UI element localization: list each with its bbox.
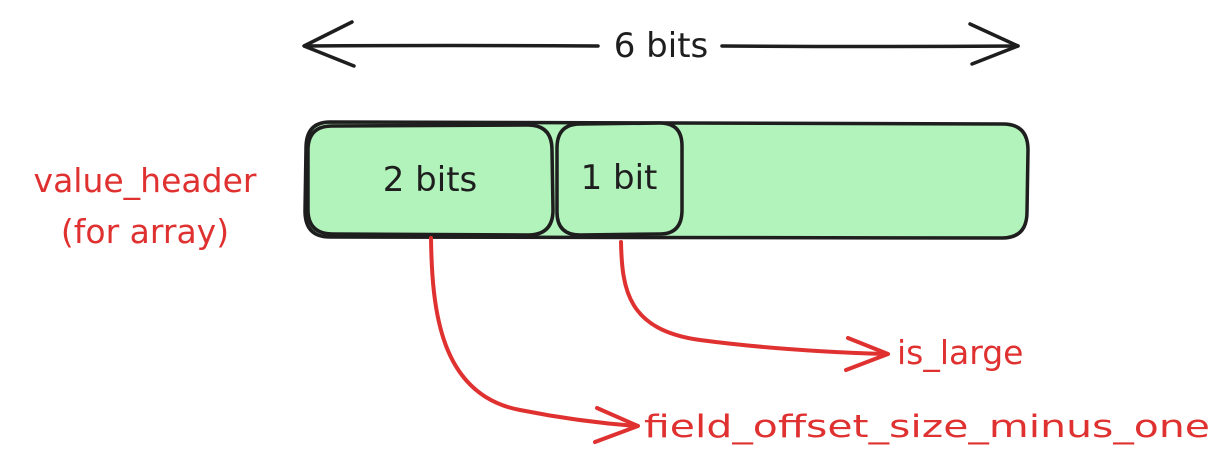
width-arrow-line-right — [720, 44, 1020, 49]
field-offset-arrow-head — [593, 406, 640, 444]
field-offset-label: field_offset_size_minus_one — [644, 409, 1210, 445]
width-label: 6 bits — [614, 26, 709, 66]
row-label-line2: (for array) — [61, 212, 229, 251]
row-label-line1: value_header — [34, 161, 257, 200]
field-label-offset-size: 2 bits — [383, 160, 478, 200]
width-arrow-line-left — [303, 43, 600, 48]
field-offset-arrow — [429, 236, 638, 428]
is-large-arrow-head — [844, 336, 890, 372]
is-large-label: is_large — [897, 333, 1024, 372]
annotation-arrows — [429, 236, 890, 444]
field-box-offset-size — [306, 123, 555, 237]
width-arrow-head-right — [968, 22, 1020, 66]
width-arrow — [302, 20, 1020, 68]
field-box-is-large — [555, 121, 684, 237]
width-arrow-head-left — [302, 20, 356, 68]
field-label-is-large: 1 bit — [581, 158, 658, 198]
is-large-arrow — [619, 240, 888, 356]
